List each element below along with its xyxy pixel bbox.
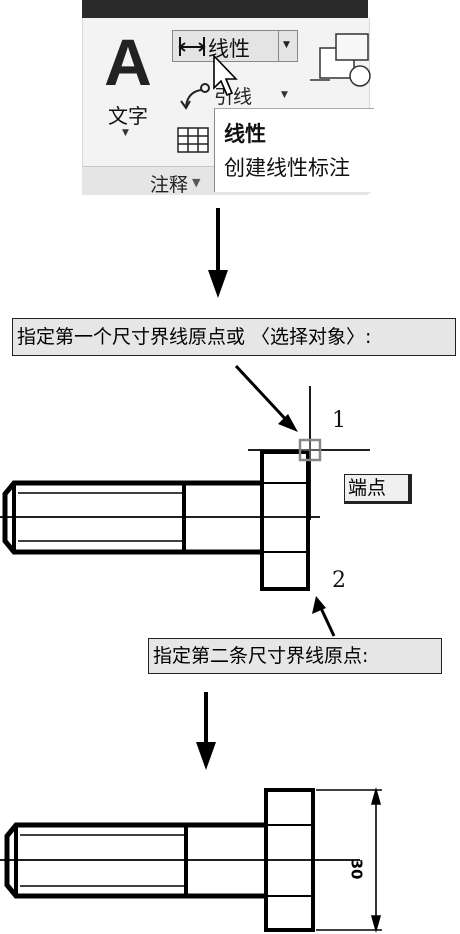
panel-expand-icon[interactable]: ▼ [192, 176, 201, 189]
annotation-panel-label[interactable]: 注释 [150, 174, 189, 196]
linear-dimension-split[interactable] [278, 30, 298, 62]
bolt-drawing-step1 [0, 450, 320, 591]
command-prompt-second-origin: 指定第二条尺寸界线原点: [148, 638, 442, 674]
point-label-2: 2 [332, 568, 346, 593]
table-icon[interactable] [177, 127, 209, 153]
leader-button-label[interactable]: 引线 [214, 86, 253, 108]
flow-arrow-down-icon [196, 692, 216, 770]
tooltip-description: 创建线性标注 [224, 156, 350, 180]
text-tool-dropdown-icon[interactable]: ▼ [122, 128, 129, 138]
linear-dimension-annotation [316, 787, 382, 933]
point-label-1: 1 [332, 408, 346, 433]
leader-icon[interactable] [180, 83, 210, 110]
pointer-arrow-2-icon [312, 596, 336, 637]
command-prompt-first-origin: 指定第一个尺寸界线原点或 〈选择对象〉: [12, 318, 456, 356]
linear-dimension-icon[interactable] [178, 37, 206, 56]
ribbon-title-bar [82, 0, 368, 18]
text-tool-label[interactable]: 文字 [108, 104, 148, 128]
linear-dropdown-icon[interactable]: ▼ [283, 40, 290, 50]
mouse-cursor-icon [213, 54, 238, 97]
pointer-arrow-1-icon [234, 364, 298, 432]
dimension-style-icon[interactable] [310, 33, 371, 87]
dimension-value-text: 30 [347, 858, 366, 880]
text-tool-icon[interactable]: A [104, 25, 152, 99]
leader-dropdown-icon[interactable]: ▼ [281, 90, 288, 100]
endpoint-snap-label: 端点 [344, 474, 412, 504]
flow-arrow-down-icon [208, 208, 228, 298]
bolt-drawing-result [0, 788, 360, 932]
linear-tooltip [214, 108, 374, 192]
tooltip-title: 线性 [224, 122, 266, 146]
snap-marker-icon [298, 438, 322, 462]
